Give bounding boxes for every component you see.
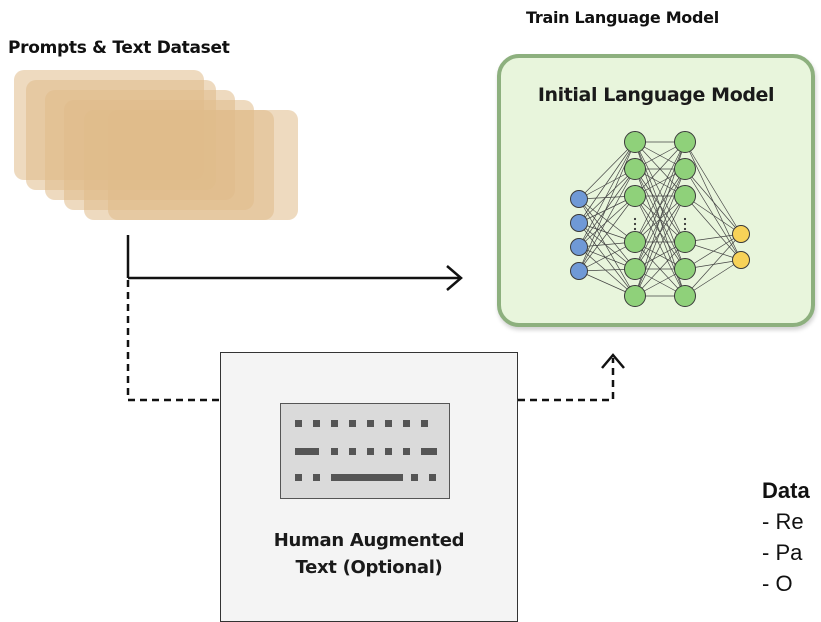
nn-ellipsis-dot <box>633 222 637 226</box>
dataset-card-6 <box>108 110 298 220</box>
nn-connection <box>578 222 636 297</box>
data-block-title: Data <box>762 478 810 503</box>
nn-connection <box>684 233 742 297</box>
nn-connection <box>634 141 686 243</box>
nn-connection <box>684 168 742 235</box>
nn-node <box>570 238 588 256</box>
nn-connection <box>578 141 636 200</box>
nn-connection <box>684 195 742 261</box>
human-augmented-text-label: Human Augmented Text (Optional) <box>221 527 517 581</box>
nn-node <box>674 158 696 180</box>
nn-connection <box>578 168 636 272</box>
nn-connection <box>634 195 686 297</box>
data-block: Data - Re - Pa - O <box>762 475 810 599</box>
nn-connection <box>634 141 686 197</box>
nn-node <box>674 131 696 153</box>
nn-connection <box>578 195 636 248</box>
initial-language-model-title: Initial Language Model <box>537 84 775 106</box>
nn-connection <box>578 222 636 270</box>
nn-node <box>624 131 646 153</box>
nn-node <box>570 190 588 208</box>
human-label-line-2: Text (Optional) <box>295 557 443 578</box>
nn-connection <box>578 195 636 272</box>
nn-connection <box>578 141 636 224</box>
nn-connection <box>578 168 636 224</box>
nn-connection <box>684 141 742 235</box>
nn-node <box>624 231 646 253</box>
dashed-line-to-human <box>126 280 220 402</box>
nn-node <box>674 258 696 280</box>
nn-ellipsis-dot <box>633 227 637 231</box>
nn-connection <box>684 259 742 297</box>
nn-node <box>674 285 696 307</box>
neural-network-icon <box>570 131 750 307</box>
nn-connection <box>578 198 636 297</box>
nn-node <box>624 185 646 207</box>
train-language-model-title: Train Language Model <box>526 8 719 27</box>
nn-ellipsis-dot <box>633 217 637 221</box>
nn-node <box>674 231 696 253</box>
nn-connection <box>634 241 686 297</box>
nn-ellipsis-dot <box>683 227 687 231</box>
nn-connection <box>684 233 742 270</box>
flow-arrows <box>126 235 625 402</box>
data-item-2: - Pa <box>762 540 803 565</box>
nn-node <box>732 251 750 269</box>
nn-connection <box>578 141 636 272</box>
nn-connection <box>684 195 742 235</box>
nn-ellipsis-dot <box>683 222 687 226</box>
dashed-line-to-model <box>518 358 615 402</box>
nn-node <box>624 258 646 280</box>
nn-node <box>624 285 646 307</box>
initial-language-model-box: Initial Language Model <box>497 54 815 327</box>
data-item-3: - O <box>762 571 793 596</box>
data-item-1: - Re <box>762 509 804 534</box>
nn-node <box>624 158 646 180</box>
nn-connection <box>578 141 636 248</box>
dashed-arrow-head <box>601 353 625 369</box>
nn-connection <box>578 168 636 248</box>
nn-node <box>570 262 588 280</box>
solid-arrow-head <box>446 265 463 291</box>
nn-node <box>570 214 588 232</box>
nn-connection <box>578 246 636 297</box>
human-augmented-text-box: Human Augmented Text (Optional) <box>220 352 518 622</box>
prompts-dataset-title: Prompts & Text Dataset <box>8 38 230 58</box>
human-label-line-1: Human Augmented <box>273 530 465 551</box>
nn-ellipsis-dot <box>683 217 687 221</box>
nn-node <box>732 225 750 243</box>
nn-node <box>674 185 696 207</box>
keyboard-icon <box>280 403 450 499</box>
